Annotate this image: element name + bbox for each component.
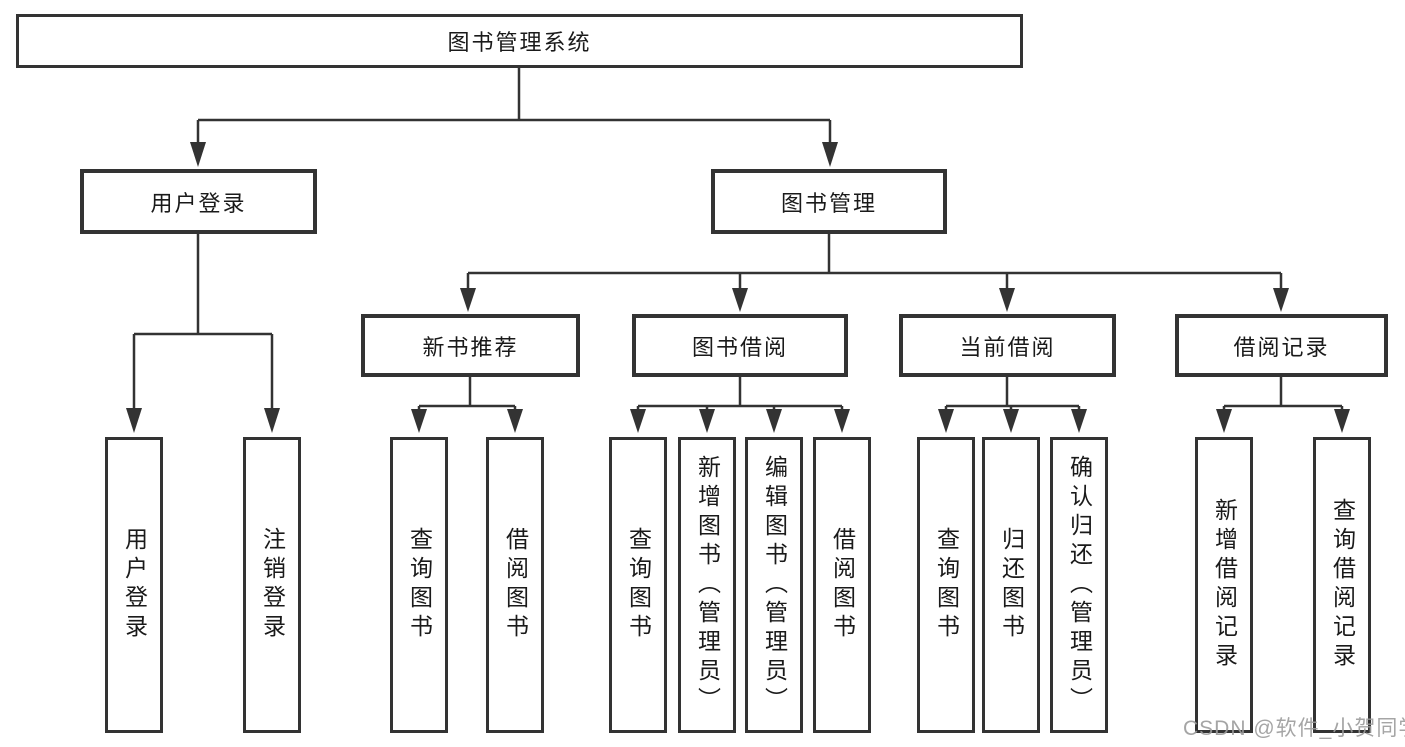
node-book-management: 图书管理 [711,169,947,234]
leaf-edit-book-admin: 编辑图书（管理员） [745,437,803,733]
leaf-query-books-recommend: 查询图书 [390,437,448,733]
leaf-logout: 注销登录 [243,437,301,733]
leaf-query-books-borrowing: 查询图书 [609,437,667,733]
node-borrowing-records: 借阅记录 [1175,314,1388,377]
node-library-management-system: 图书管理系统 [16,14,1023,68]
leaf-query-borrow-record: 查询借阅记录 [1313,437,1371,733]
leaf-borrow-books-borrowing: 借阅图书 [813,437,871,733]
node-new-book-recommend: 新书推荐 [361,314,580,377]
leaf-add-borrow-record: 新增借阅记录 [1195,437,1253,733]
node-current-borrowing: 当前借阅 [899,314,1116,377]
leaf-add-book-admin: 新增图书（管理员） [678,437,736,733]
node-user-login: 用户登录 [80,169,317,234]
leaf-return-book: 归还图书 [982,437,1040,733]
csdn-watermark: CSDN @软件_小贺同学 [1183,717,1405,740]
node-book-borrowing: 图书借阅 [632,314,848,377]
leaf-borrow-books-recommend: 借阅图书 [486,437,544,733]
leaf-confirm-return-admin: 确认归还（管理员） [1050,437,1108,733]
leaf-query-books-current: 查询图书 [917,437,975,733]
leaf-user-login: 用户登录 [105,437,163,733]
